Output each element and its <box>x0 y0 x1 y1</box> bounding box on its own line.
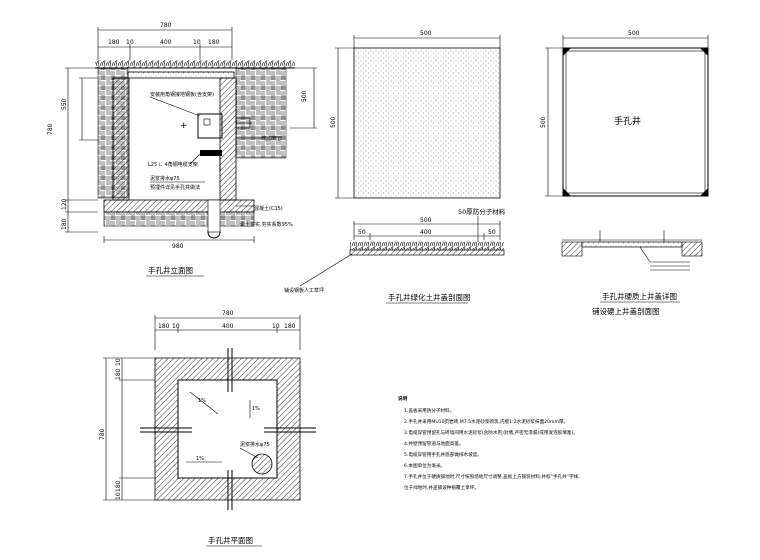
plan-slope-2: 1% <box>252 406 260 412</box>
ground-grass <box>95 60 295 68</box>
cover-top-dim: 500 <box>420 30 432 37</box>
wall-right <box>219 77 237 201</box>
cover-label-dim: 500 <box>628 30 640 37</box>
notes-heading: 说明 <box>398 395 408 402</box>
dim-top-left: 180 <box>108 39 120 46</box>
plan-view: 780 180 10 400 10 180 1% 1% 1% 泥浆排水φ75 <box>99 310 316 547</box>
label-drain-pipe: 泥浆排水φ75 <box>150 175 180 182</box>
svg-text:+: + <box>180 121 188 131</box>
cover-section-dim-total: 500 <box>420 217 432 224</box>
dim-left-780: 780 <box>47 123 54 135</box>
cover-top-plate <box>353 47 501 199</box>
cover-label-plate <box>562 47 709 197</box>
pave-plate <box>581 241 683 248</box>
plan-dim-left-bot-b: 10 <box>115 492 122 500</box>
plan-dim-left-total: 780 <box>99 428 106 440</box>
plan-dim-top-left: 180 <box>158 323 170 330</box>
note-1: 1.盖板采用防分子材料。 <box>404 407 454 414</box>
note-2: 2.手孔井采用MU10页岩砖,M7.5水泥砂浆砌筑,内壁1:2水泥砂浆抹面20m… <box>404 418 568 425</box>
cover-section-grass <box>350 242 504 250</box>
dim-top-total: 780 <box>160 22 172 29</box>
note-5: 5.电缆穿管用手孔井底部做排水坡度。 <box>404 451 482 458</box>
cover-label-text: 手孔井 <box>614 115 641 127</box>
cover-section-dim-left: 50 <box>358 229 366 236</box>
cover-section: 50厚防分子材料 500 50 400 50 手孔井绿化土井盖剖面图 <box>349 207 506 304</box>
label-rebar-note: 预埋件详见手孔井做法 <box>150 184 200 191</box>
plan-drain <box>251 453 273 475</box>
cover-top-side-dim: 500 <box>330 116 337 128</box>
lawn-note: 铺设钢板人工草坪 <box>284 287 324 294</box>
dim-top-mid-left: 10 <box>126 39 134 46</box>
plan-dim-top-mid-left: 10 <box>172 323 180 330</box>
dim-top-mid-right: 10 <box>193 39 201 46</box>
gravel-base <box>103 211 255 227</box>
wall-left <box>112 77 130 201</box>
note-7: 7.手孔井位于硬质铺地时,尺寸按照场地尺寸调整,盖板上方铺装材料,并标“手孔井”… <box>404 473 580 480</box>
notes-block: 说明 1.盖板采用防分子材料。 2.手孔井采用MU10页岩砖,M7.5水泥砂浆砌… <box>398 395 580 491</box>
junction-box <box>197 113 223 139</box>
plan-slope-1: 1% <box>198 398 206 404</box>
label-concrete: 混凝土(C15) <box>254 205 283 212</box>
note-3: 3.电缆穿管预留孔与砖墙间用水泥砂浆(含防水剂)封堵,严密无渗漏(或用发泡胶填塞… <box>404 429 578 436</box>
section-view: 780 180 10 400 10 180 + <box>47 22 317 277</box>
cover-section-dim-right: 50 <box>488 229 496 236</box>
concrete-base <box>103 199 255 213</box>
plan-dim-top-mid: 400 <box>222 323 234 330</box>
cover-section-dim-mid: 400 <box>420 229 432 236</box>
plan-slope-3: 1% <box>196 456 204 462</box>
plan-dim-left-top-b: 180 <box>115 368 122 380</box>
dim-bottom-total: 980 <box>172 243 184 250</box>
dim-left-120: 120 <box>61 198 68 210</box>
dim-right-500: 500 <box>301 90 308 102</box>
cover-section-title: 手孔井绿化土井盖剖面图 <box>388 292 471 302</box>
plan-dim-top-right: 180 <box>284 323 296 330</box>
dim-top-mid: 400 <box>160 39 172 46</box>
cover-label-side-dim: 500 <box>540 116 547 128</box>
plan-dim-left-top-a: 10 <box>115 358 122 366</box>
pave-section-title: 手孔井硬质上井盖详图 <box>602 291 677 301</box>
plan-drain-label: 泥浆排水φ75 <box>240 441 270 448</box>
plan-dim-top-mid-right: 10 <box>272 323 280 330</box>
plan-title: 手孔井平面图 <box>208 535 253 545</box>
note-4: 4.井壁预留管道与地面高差。 <box>404 440 464 447</box>
note-6: 6.本图单位为毫米。 <box>404 462 445 469</box>
cable-bracket <box>200 150 222 156</box>
section-title: 手孔井立面图 <box>148 265 193 275</box>
dim-left-180: 180 <box>61 218 68 230</box>
cover-section-label: 50厚防分子材料 <box>458 207 506 216</box>
cover-section-plate <box>349 249 505 256</box>
dim-top-right: 180 <box>208 39 220 46</box>
label-soil: 素土夯实,夯实系数95% <box>240 221 293 228</box>
pave-section: 手孔井硬质上井盖详图 铺设硬上井盖剖面图 <box>561 230 703 316</box>
pave-section-subtitle: 铺设硬上井盖剖面图 <box>592 306 660 316</box>
cover-top-view: 500 500 <box>330 30 501 199</box>
dim-left-550: 550 <box>61 98 68 110</box>
section-cover <box>127 71 235 79</box>
label-bracket: L25 ∟ 4角钢电缆支架 <box>148 161 198 168</box>
plan-dim-top-total: 780 <box>222 310 234 317</box>
label-bracket-note: 安装用角钢接地钢板(含支架) <box>150 91 214 98</box>
label-pipe-entry: 电缆穿管 <box>262 135 282 142</box>
plan-dim-left-bot-a: 180 <box>115 480 122 492</box>
soil-right <box>235 67 287 159</box>
cover-label-view: 500 手孔井 500 <box>540 30 709 197</box>
note-8: 位于绿地时,井盖铺设种植覆土草坪。 <box>404 484 479 491</box>
